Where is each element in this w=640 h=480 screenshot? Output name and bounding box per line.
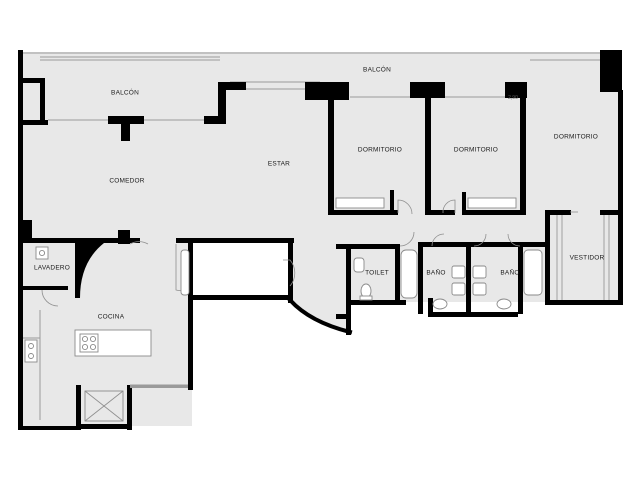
kitchen-sink bbox=[24, 339, 38, 363]
toilet-sink bbox=[353, 257, 365, 273]
room-label-estar: ESTAR bbox=[268, 161, 290, 168]
room-label-bano-1: BAÑO bbox=[426, 268, 445, 277]
bath1-sink bbox=[451, 265, 466, 279]
room-label-dormitorio-3: DORMITORIO bbox=[554, 134, 598, 141]
room-label-bano-2: BAÑO bbox=[500, 268, 519, 277]
room-label-balcon-top: BALCÓN bbox=[363, 65, 391, 74]
room-label-balcon-left: BALCÓN bbox=[111, 88, 139, 97]
room-labels: BALCÓN BALCÓN COMEDOR ESTAR DORMITORIO D… bbox=[34, 65, 605, 321]
hall-void bbox=[194, 244, 288, 298]
ceiling-height-label: 2,90 bbox=[508, 95, 518, 101]
room-label-toilet: TOILET bbox=[365, 270, 389, 277]
bedroom-1-closet bbox=[335, 197, 385, 209]
bath2-tub bbox=[523, 249, 543, 296]
cooktop bbox=[79, 333, 99, 353]
bath2-wc bbox=[496, 298, 512, 310]
door-swings bbox=[41, 199, 610, 307]
room-label-dormitorio-1: DORMITORIO bbox=[358, 147, 402, 154]
room-label-vestidor: VESTIDOR bbox=[570, 255, 605, 262]
bedroom-2-closet bbox=[467, 197, 517, 209]
room-label-lavadero: LAVADERO bbox=[34, 265, 70, 272]
bathtub bbox=[400, 249, 418, 299]
room-label-comedor: COMEDOR bbox=[109, 178, 144, 185]
walls bbox=[18, 50, 623, 430]
room-label-cocina: COCINA bbox=[98, 314, 125, 321]
fixtures bbox=[24, 197, 543, 422]
bath1-wc bbox=[432, 298, 448, 310]
bath2-sink bbox=[472, 265, 487, 279]
room-label-dormitorio-2: DORMITORIO bbox=[454, 147, 498, 154]
